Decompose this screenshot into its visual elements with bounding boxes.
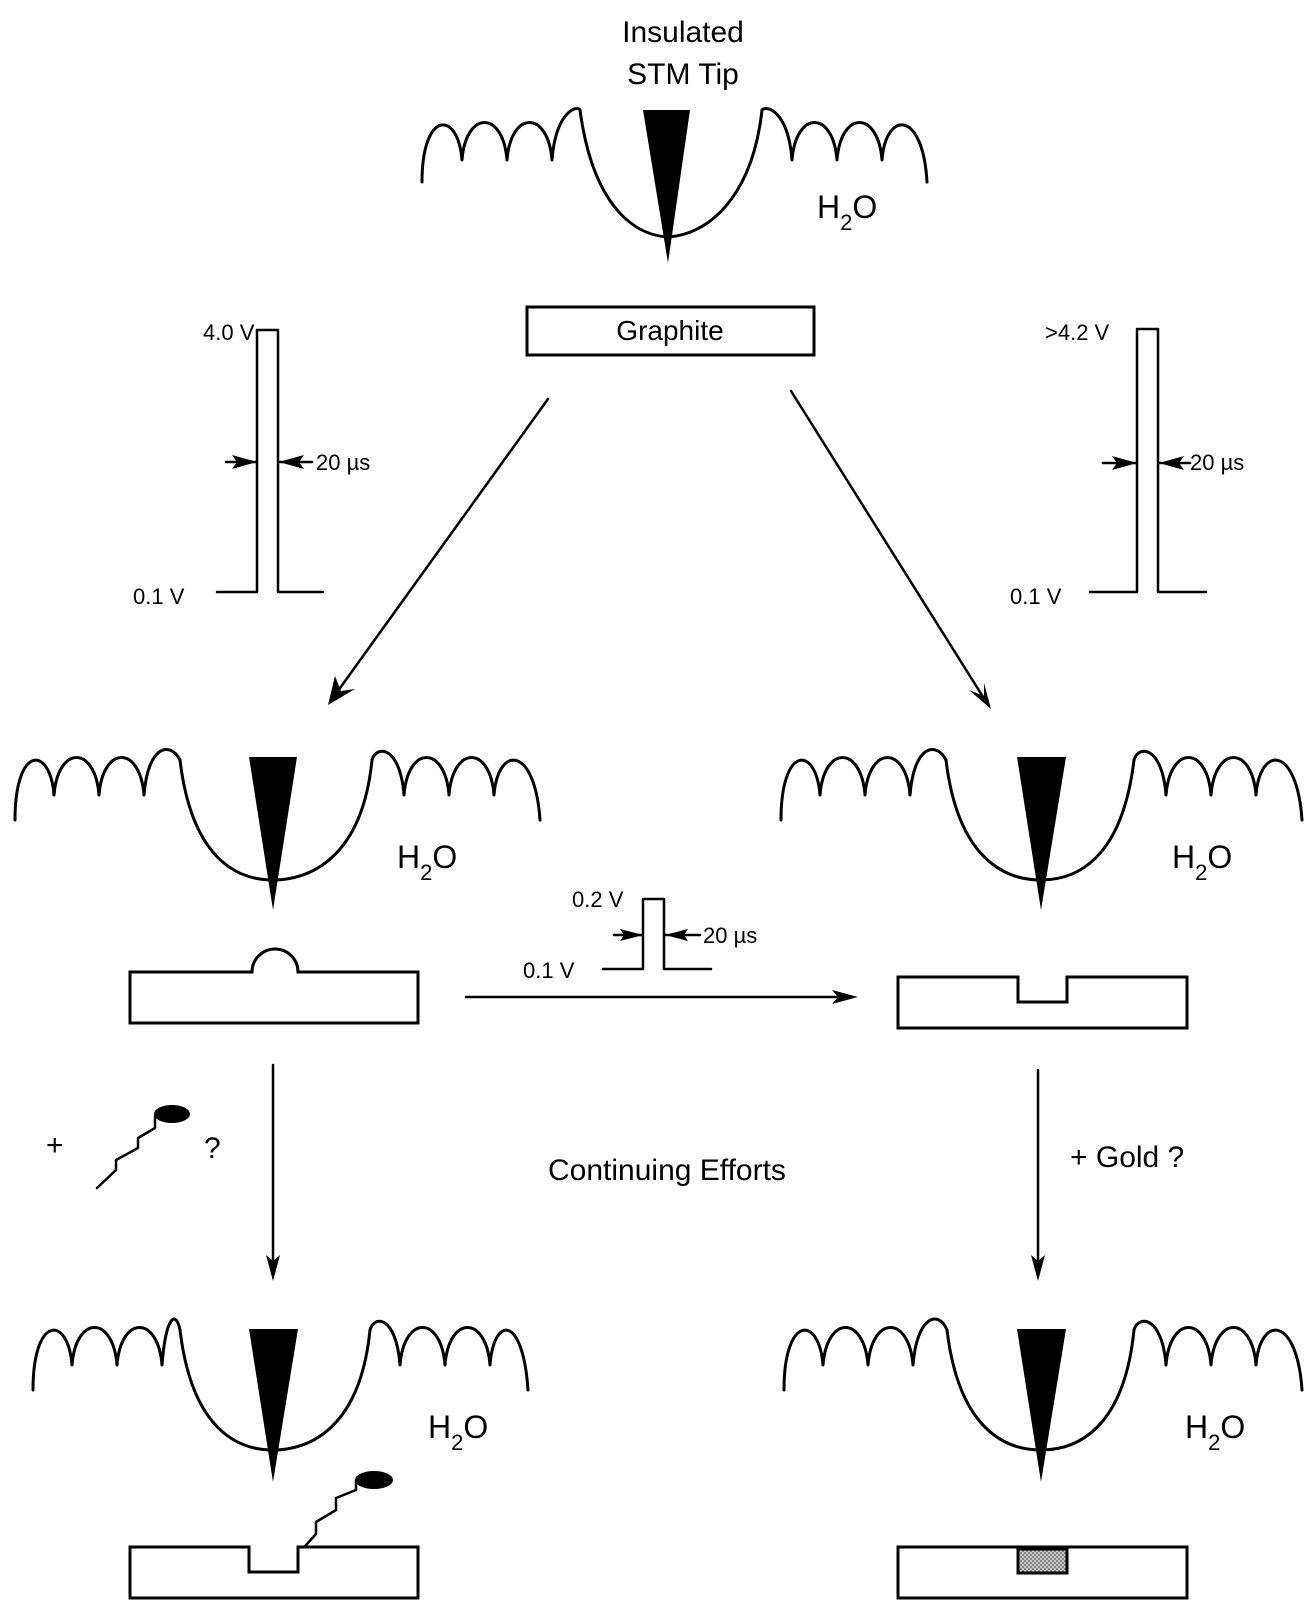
reagent-question: ? <box>204 1132 221 1165</box>
arrow-down-center-right <box>1031 1068 1045 1281</box>
pulse-left-width: 20 µs <box>316 450 370 475</box>
arrow-down-left <box>328 397 550 705</box>
pulse-left-low: 0.1 V <box>133 584 185 609</box>
title-line-2: STM Tip <box>627 58 739 91</box>
graphite-block <box>525 305 816 357</box>
water-label-mid-right: H2O <box>1172 839 1232 885</box>
bound-molecule <box>296 1471 393 1556</box>
water-label-bottom-right: H2O <box>1185 1409 1245 1455</box>
water-label-mid-left: H2O <box>397 839 457 885</box>
pulse-middle-low: 0.1 V <box>523 958 575 983</box>
pulse-right-high: >4.2 V <box>1045 320 1110 345</box>
arrow-down-center-left <box>266 1063 280 1281</box>
pulse-left <box>215 328 325 594</box>
stm-tip-bottom-right <box>1017 1329 1066 1482</box>
graphite-block-with-pit <box>896 975 1189 1030</box>
stm-tip-top <box>643 110 690 263</box>
reagent-plus: + <box>46 1129 64 1162</box>
right-reagent: + Gold ? <box>1070 1141 1184 1174</box>
pulse-middle-width: 20 µs <box>703 923 757 948</box>
graphite-label: Graphite <box>616 315 723 346</box>
pulse-right-low: 0.1 V <box>1010 584 1062 609</box>
pulse-middle <box>601 897 713 971</box>
stm-tip-mid-left <box>249 757 297 910</box>
molecule-icon <box>95 1105 190 1190</box>
arrow-horizontal <box>464 990 858 1004</box>
arrow-down-right <box>789 389 991 709</box>
title-line-1: Insulated <box>622 16 744 49</box>
pulse-right-width: 20 µs <box>1190 450 1244 475</box>
stm-tip-mid-right <box>1017 757 1066 910</box>
water-label-bottom-left: H2O <box>428 1409 488 1455</box>
center-note: Continuing Efforts <box>548 1154 786 1187</box>
pulse-middle-high: 0.2 V <box>572 887 624 912</box>
water-label-top: H2O <box>817 189 877 235</box>
gold-deposit <box>1016 1547 1069 1575</box>
stm-tip-bottom-left <box>249 1329 298 1482</box>
pulse-left-high: 4.0 V <box>203 320 255 345</box>
graphite-block-with-mound <box>128 947 420 1025</box>
pulse-right <box>1088 327 1208 594</box>
graphite-block-with-molecule <box>128 1545 420 1600</box>
